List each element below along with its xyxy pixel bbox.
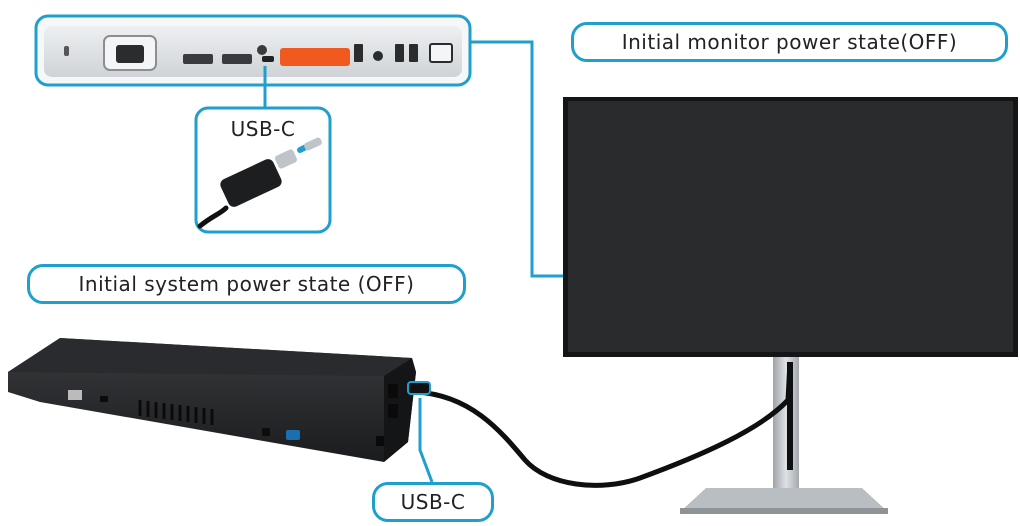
label-sticker: [68, 390, 82, 400]
usb-a-port-icon: [354, 44, 363, 62]
usb-c-cable: [415, 361, 793, 488]
lock-slot-icon: [64, 46, 69, 56]
usb-a-port-icon: [395, 44, 404, 62]
audio-jack-icon: [373, 51, 383, 61]
monitor-stand-base: [680, 488, 888, 512]
hdmi-port-icon: [183, 54, 213, 64]
usb-c-top-callout: [194, 106, 332, 234]
cable-icon: [197, 205, 229, 229]
monitor: [563, 97, 1018, 514]
displayport-icon: [222, 54, 252, 64]
monitor-port-panel: [34, 14, 472, 87]
callout-connector-line: [470, 40, 566, 278]
mini-pc: [8, 338, 431, 462]
monitor-screen: [568, 101, 1013, 352]
system-power-state-label: Initial system power state (OFF): [27, 264, 466, 304]
usb-c-plug-icon: [407, 381, 431, 395]
usb-c-bottom-callout-line: [418, 398, 434, 483]
monitor-stand-neck: [773, 355, 799, 497]
usb-c-port-highlight: [280, 48, 350, 66]
usb-c-top-label: USB-C: [230, 117, 296, 141]
vent-grille: [138, 400, 214, 425]
usb-a-port-icon: [409, 44, 418, 62]
usb-port-icon: [286, 430, 300, 440]
usb-c-bottom-label: USB-C: [372, 482, 494, 522]
usb-c-plug-icon: [220, 159, 282, 207]
ethernet-port-icon: [429, 43, 453, 63]
monitor-power-state-label: Initial monitor power state(OFF): [571, 22, 1008, 62]
